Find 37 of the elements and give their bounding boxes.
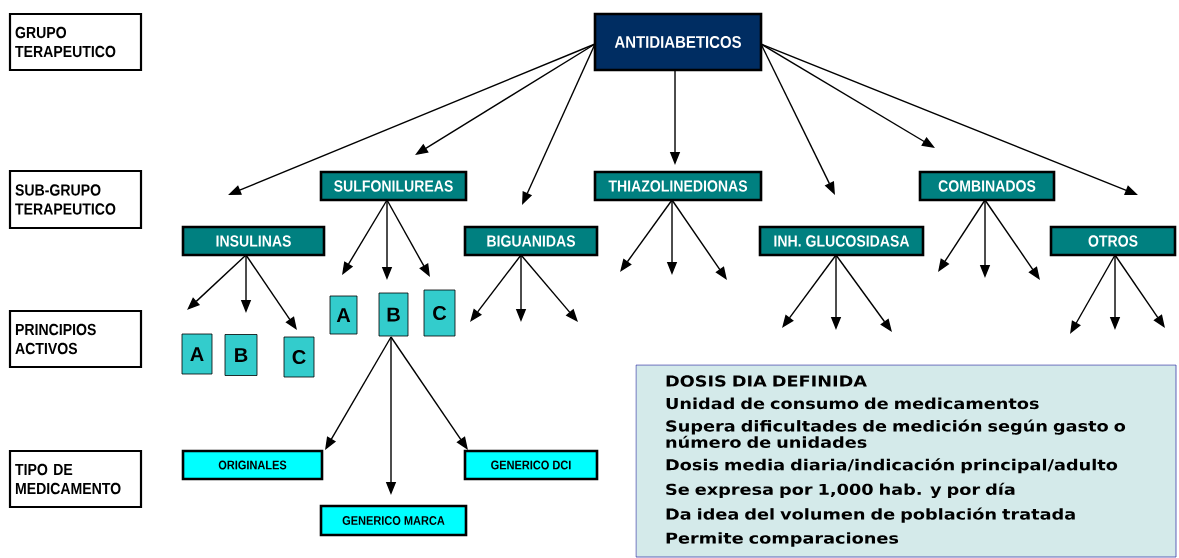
letter-box: B: [224, 334, 258, 376]
arrow: [984, 199, 1040, 280]
info-panel: DOSIS DIA DEFINIDA Unidad de consumo de medicamentos Supera dificultades de medición según gasto o número de unidades Dosis media diaria/indicación principal/adulto Se expresa por 1,000 hab. y por día Da idea del volumen de población tratada Permite comparaciones: [635, 364, 1177, 558]
type-box: GENERICO DCI: [463, 449, 599, 481]
subgroup-box: THIAZOLINEDIONAS: [593, 170, 763, 202]
root-box: ANTIDIABETICOS: [593, 12, 763, 72]
subgroup-box: BIGUANIDAS: [463, 225, 599, 257]
arrow: [1114, 254, 1165, 328]
arrow: [938, 199, 986, 272]
arrow: [520, 254, 578, 322]
letter-box: A: [181, 333, 213, 375]
letter-box: A: [329, 295, 358, 335]
level-box: TIPO DE MEDICAMENTO: [8, 449, 143, 509]
level-box: PRINCIPIOS ACTIVOS: [8, 309, 143, 369]
letter-box: C: [423, 289, 456, 337]
level-box: SUB-GRUPO TERAPEUTICO: [8, 169, 143, 230]
arrow: [245, 254, 297, 330]
arrow: [187, 254, 247, 310]
arrow: [470, 254, 522, 322]
subgroup-box: INSULINAS: [181, 225, 326, 257]
type-box: GENERICO MARCA: [319, 504, 468, 537]
level-box: GRUPO TERAPEUTICO: [8, 12, 143, 72]
arrow: [620, 199, 673, 272]
letter-box: C: [283, 336, 315, 378]
arrow: [390, 336, 468, 450]
subgroup-box: OTROS: [1049, 225, 1177, 257]
subgroup-box: SULFONILUREAS: [319, 170, 468, 202]
subgroup-box: COMBINADOS: [918, 170, 1056, 202]
arrow: [415, 43, 596, 155]
arrow: [342, 199, 388, 275]
arrow: [835, 254, 892, 332]
arrow: [671, 199, 727, 280]
arrow: [782, 254, 837, 328]
arrow: [760, 43, 935, 148]
subgroup-box: INH. GLUCOSIDASA: [758, 225, 925, 257]
type-box: ORIGINALES: [181, 449, 324, 481]
letter-box: B: [378, 292, 409, 337]
